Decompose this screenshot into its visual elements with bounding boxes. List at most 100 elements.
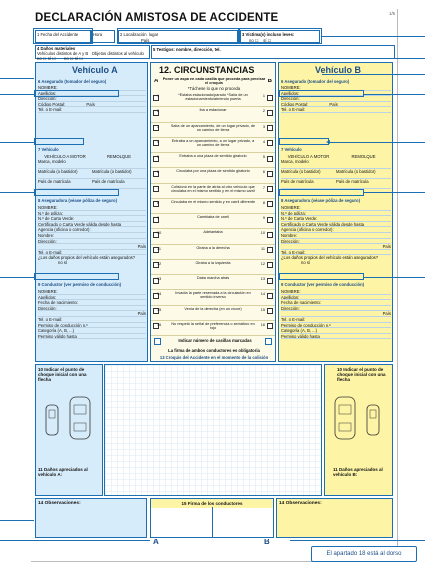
circumstance-checkbox-b[interactable] xyxy=(267,231,273,238)
car-diagram-a-icon xyxy=(45,396,91,440)
callout-line xyxy=(330,142,425,143)
highlight-field-1 xyxy=(33,28,93,44)
vehicle-a-insurer-fields[interactable]: NOMBRE: N.º de póliza: N.º de Carta Verd… xyxy=(38,205,146,266)
vehicle-a-vehicle-header: 7 Vehículo xyxy=(38,147,59,152)
circumstance-checkbox-b[interactable] xyxy=(267,170,273,177)
field-accident-date[interactable]: 1 Fecha del Accidente xyxy=(35,30,91,43)
driver-signatures[interactable]: 15 Firma de los conductores xyxy=(150,498,274,538)
circumstance-checkbox-a[interactable] xyxy=(153,94,159,101)
circumstance-checkbox-b[interactable] xyxy=(267,262,273,269)
circumstance-row: 1*Estaba estacionado/parado *Salía de un… xyxy=(151,92,275,108)
circumstance-checkbox-a[interactable] xyxy=(153,262,159,269)
circumstance-text: Circulaba en el mismo sentido y en carri… xyxy=(170,199,256,204)
vehicle-b-insurer-fields[interactable]: NOMBRE: N.º de póliza: N.º de Carta Verd… xyxy=(281,205,391,266)
field-hour[interactable]: Hora xyxy=(91,30,115,43)
callout-line xyxy=(364,94,425,95)
circumstance-text: Iba a estacionar xyxy=(199,108,227,113)
highlight-insured-b xyxy=(279,90,364,97)
highlight-driver-b xyxy=(279,273,364,280)
field-location[interactable]: 2 Localización lugar País xyxy=(118,30,238,43)
circumstance-checkbox-a[interactable] xyxy=(153,308,159,314)
circumstance-checkbox-a[interactable] xyxy=(153,109,159,116)
circumstance-checkbox-b[interactable] xyxy=(267,216,273,223)
circumstance-checkbox-a[interactable] xyxy=(153,155,159,162)
highlight-vehicle-b xyxy=(279,138,329,145)
callout-line xyxy=(290,540,425,541)
circumstance-checkbox-b[interactable] xyxy=(267,186,273,192)
circumstance-checkbox-a[interactable] xyxy=(153,323,159,330)
circumstance-checkbox-b[interactable] xyxy=(267,323,273,330)
circumstance-text: Circulaba por una plaza de sentido girat… xyxy=(176,169,250,174)
circumstance-checkbox-b[interactable] xyxy=(267,140,273,147)
signature-letter-a: A xyxy=(153,539,159,544)
highlight-insured-a xyxy=(34,90,119,97)
count-box-a[interactable] xyxy=(154,338,161,345)
circumstances-panel: 12. CIRCUNSTANCIAS Poner un aspa en cada… xyxy=(150,62,276,362)
vehicle-a-impact-box[interactable]: 10 Indicar el punto de choque inicial co… xyxy=(35,364,103,496)
circumstance-checkbox-a[interactable] xyxy=(153,277,159,284)
circumstance-text: *Estaba estacionado/parado *Salía de un … xyxy=(178,93,248,102)
circumstance-checkbox-b[interactable] xyxy=(267,277,273,284)
field-witnesses[interactable]: 5 Testigos: nombre, dirección, tel. xyxy=(151,45,395,59)
circumstance-checkbox-a[interactable] xyxy=(153,186,159,192)
circumstance-checkbox-b[interactable] xyxy=(267,125,273,131)
circumstance-checkbox-b[interactable] xyxy=(267,109,273,116)
accident-sketch-grid[interactable] xyxy=(104,364,322,496)
circumstance-checkbox-a[interactable] xyxy=(153,140,159,147)
circumstances-list: 1*Estaba estacionado/parado *Salía de un… xyxy=(151,92,275,336)
circumstance-checkbox-b[interactable] xyxy=(267,292,273,299)
circumstance-checkbox-a[interactable] xyxy=(153,292,159,299)
circumstance-checkbox-a[interactable] xyxy=(153,247,159,253)
circumstance-text: Invadía la parte reservada a la circulac… xyxy=(175,291,251,300)
callout-line xyxy=(322,58,425,59)
circumstance-checkbox-a[interactable] xyxy=(153,201,159,208)
callout-line xyxy=(0,192,34,193)
field-material-damage[interactable]: 4 Daños materiales Vehículos distintos d… xyxy=(35,45,150,61)
vehicle-b-observations[interactable]: 14 Observaciones: xyxy=(276,498,393,538)
circumstance-checkbox-b[interactable] xyxy=(267,308,273,314)
circumstance-checkbox-a[interactable] xyxy=(153,231,159,238)
car-diagram-b-icon xyxy=(334,396,380,440)
vehicle-b-driver-fields[interactable]: NOMBRE: Apellidos: Fecha de nacimiento: … xyxy=(281,289,391,340)
vehicle-a-panel: Vehículo A 6 Asegurado (tomador del segu… xyxy=(35,62,148,362)
circumstance-checkbox-a[interactable] xyxy=(153,170,159,177)
callout-line xyxy=(322,74,425,75)
callout-line xyxy=(364,192,425,193)
circumstance-checkbox-b[interactable] xyxy=(267,247,273,253)
circumstance-text: Salía de un aparcamiento, de un lugar pr… xyxy=(170,123,256,132)
vehicle-b-impact-box[interactable]: 10 Indicar el punto de choque inicial co… xyxy=(324,364,393,496)
vehicle-a-driver-fields[interactable]: NOMBRE: Apellidos: Fecha de nacimiento: … xyxy=(38,289,146,340)
circumstance-checkbox-b[interactable] xyxy=(267,201,273,208)
circumstance-checkbox-b[interactable] xyxy=(267,155,273,162)
callout-line xyxy=(0,142,34,143)
count-box-b[interactable] xyxy=(265,338,272,345)
circumstance-text: Cambiaba de carril xyxy=(197,215,229,219)
circumstance-checkbox-a[interactable] xyxy=(153,125,159,131)
highlight-field-2 xyxy=(117,28,240,44)
circumstance-checkbox-b[interactable] xyxy=(267,94,273,101)
callout-line xyxy=(0,520,34,521)
vehicle-b-title: Vehículo B xyxy=(315,65,362,75)
circumstance-text: Giraba a la izquierda xyxy=(195,260,231,265)
vehicle-a-observations[interactable]: 14 Observaciones: xyxy=(35,498,147,538)
circumstance-checkbox-a[interactable] xyxy=(153,216,159,223)
back-side-note: El apartado 18 está al dorso xyxy=(311,546,417,562)
circumstance-text: Adelantaba xyxy=(203,230,223,235)
field-victims[interactable]: 3 Víctima(s) incluso leves: no ☐ sí ☐ xyxy=(240,30,320,43)
circumstances-title: 12. CIRCUNSTANCIAS xyxy=(159,65,255,75)
vehicle-b-insurer-header: 8 Aseguradora (véase póliza de seguro) xyxy=(281,198,360,203)
circumstance-text: Venía de la derecha (en un cruce) xyxy=(184,306,242,311)
